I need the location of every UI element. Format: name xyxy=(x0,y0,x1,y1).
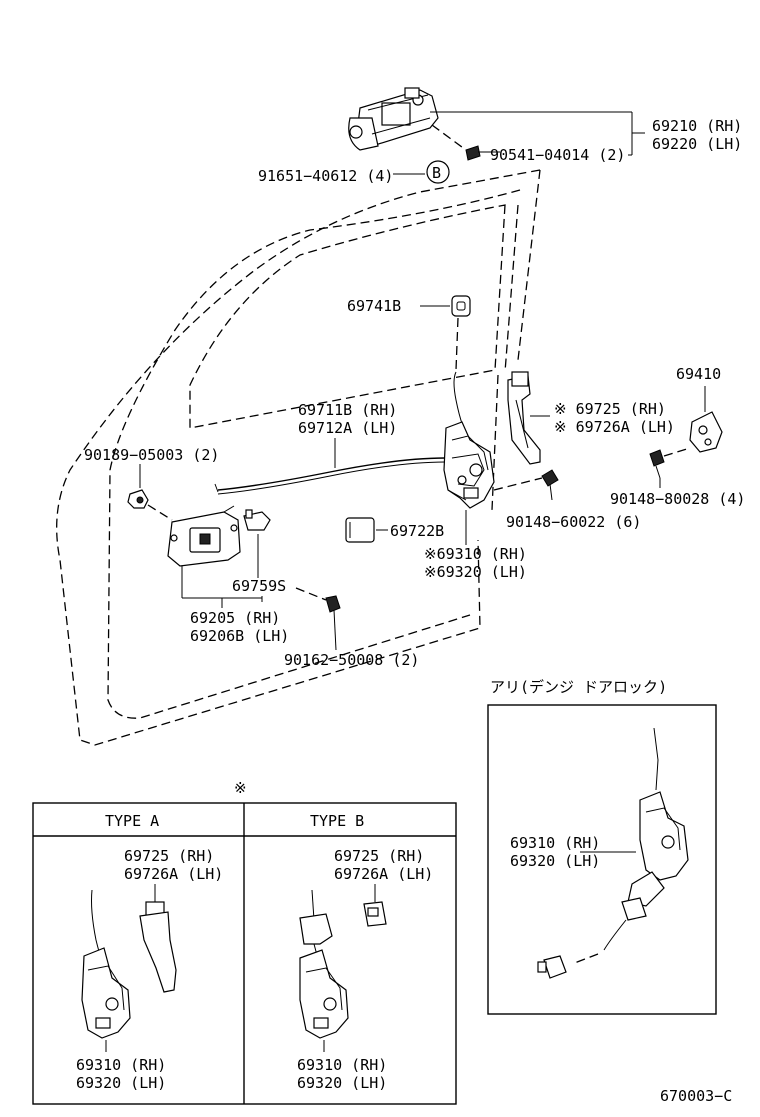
part-69725 xyxy=(507,371,541,465)
part-69759s xyxy=(243,509,271,531)
rod-69711b xyxy=(214,457,446,495)
callout-69410: 69410 xyxy=(676,365,721,383)
power-lock-lh: 69320 (LH) xyxy=(510,852,600,870)
ref-b-circle xyxy=(426,160,450,184)
callout-69210-rh: 69210 (RH) xyxy=(652,117,742,135)
callout-rod-rh: 69711B (RH) xyxy=(298,401,397,419)
type-b-bot-lh: 69320 (LH) xyxy=(297,1074,387,1092)
power-lock-rh: 69310 (RH) xyxy=(510,834,600,852)
type-a-header: TYPE A xyxy=(105,812,159,830)
type-a-top-lh: 69726A (LH) xyxy=(124,865,223,883)
callout-90162: 90162−50008 (2) xyxy=(284,651,419,669)
part-69410-striker xyxy=(689,411,723,453)
type-a-bot-rh: 69310 (RH) xyxy=(76,1056,166,1074)
screw-90148-60022 xyxy=(541,469,559,501)
callout-69741b: 69741B xyxy=(347,297,401,315)
drawing-number: 670003−C xyxy=(660,1087,732,1105)
screw-90541 xyxy=(465,145,492,161)
outside-handle xyxy=(348,87,439,151)
callout-lock-rh: ※69310 (RH) xyxy=(424,545,527,563)
type-b-lock xyxy=(299,889,349,1052)
type-b-rod-guide xyxy=(363,884,387,927)
part-69741b xyxy=(451,295,471,317)
type-b-top-lh: 69726A (LH) xyxy=(334,865,433,883)
type-b-top-rh: 69725 (RH) xyxy=(334,847,424,865)
type-a-lock xyxy=(81,889,131,1052)
part-69722b xyxy=(345,517,375,543)
type-b-bot-rh: 69310 (RH) xyxy=(297,1056,387,1074)
callout-lock-lh: ※69320 (LH) xyxy=(424,563,527,581)
callout-90189: 90189−05003 (2) xyxy=(84,446,219,464)
callout-90148-80028: 90148−80028 (4) xyxy=(610,490,745,508)
power-lock-title: アリ(デンジ ドアロック) xyxy=(490,678,667,696)
ref-b-label: B xyxy=(432,164,441,182)
callout-inner-rh: 69205 (RH) xyxy=(190,609,280,627)
power-lock-actuator xyxy=(537,727,689,979)
callout-69725: ※ 69725 (RH) xyxy=(554,400,666,418)
type-a-top-rh: 69725 (RH) xyxy=(124,847,214,865)
callout-rod-lh: 69712A (LH) xyxy=(298,419,397,437)
type-table xyxy=(32,802,457,1105)
callout-90541: 90541−04014 (2) xyxy=(490,146,625,164)
callout-90148-60022: 90148−60022 (6) xyxy=(506,513,641,531)
inside-handle xyxy=(167,505,241,567)
power-lock-box xyxy=(487,704,717,1015)
callout-69726a: ※ 69726A (LH) xyxy=(554,418,675,436)
type-a-bot-lh: 69320 (LH) xyxy=(76,1074,166,1092)
screw-90148-80028 xyxy=(649,449,665,479)
callout-69220-lh: 69220 (LH) xyxy=(652,135,742,153)
type-a-rod-guide xyxy=(139,884,177,993)
callout-69722b: 69722B xyxy=(390,522,444,540)
screw-90162 xyxy=(325,595,341,651)
type-b-header: TYPE B xyxy=(310,812,364,830)
callout-69759s: 69759S xyxy=(232,577,286,595)
clip-90189 xyxy=(127,489,149,509)
callout-91651: 91651−40612 (4) xyxy=(258,167,393,185)
callout-inner-lh: 69206B (LH) xyxy=(190,627,289,645)
note-mark: ※ xyxy=(234,779,247,797)
door-panel-outline xyxy=(56,169,541,746)
door-lock-assembly xyxy=(443,371,495,545)
